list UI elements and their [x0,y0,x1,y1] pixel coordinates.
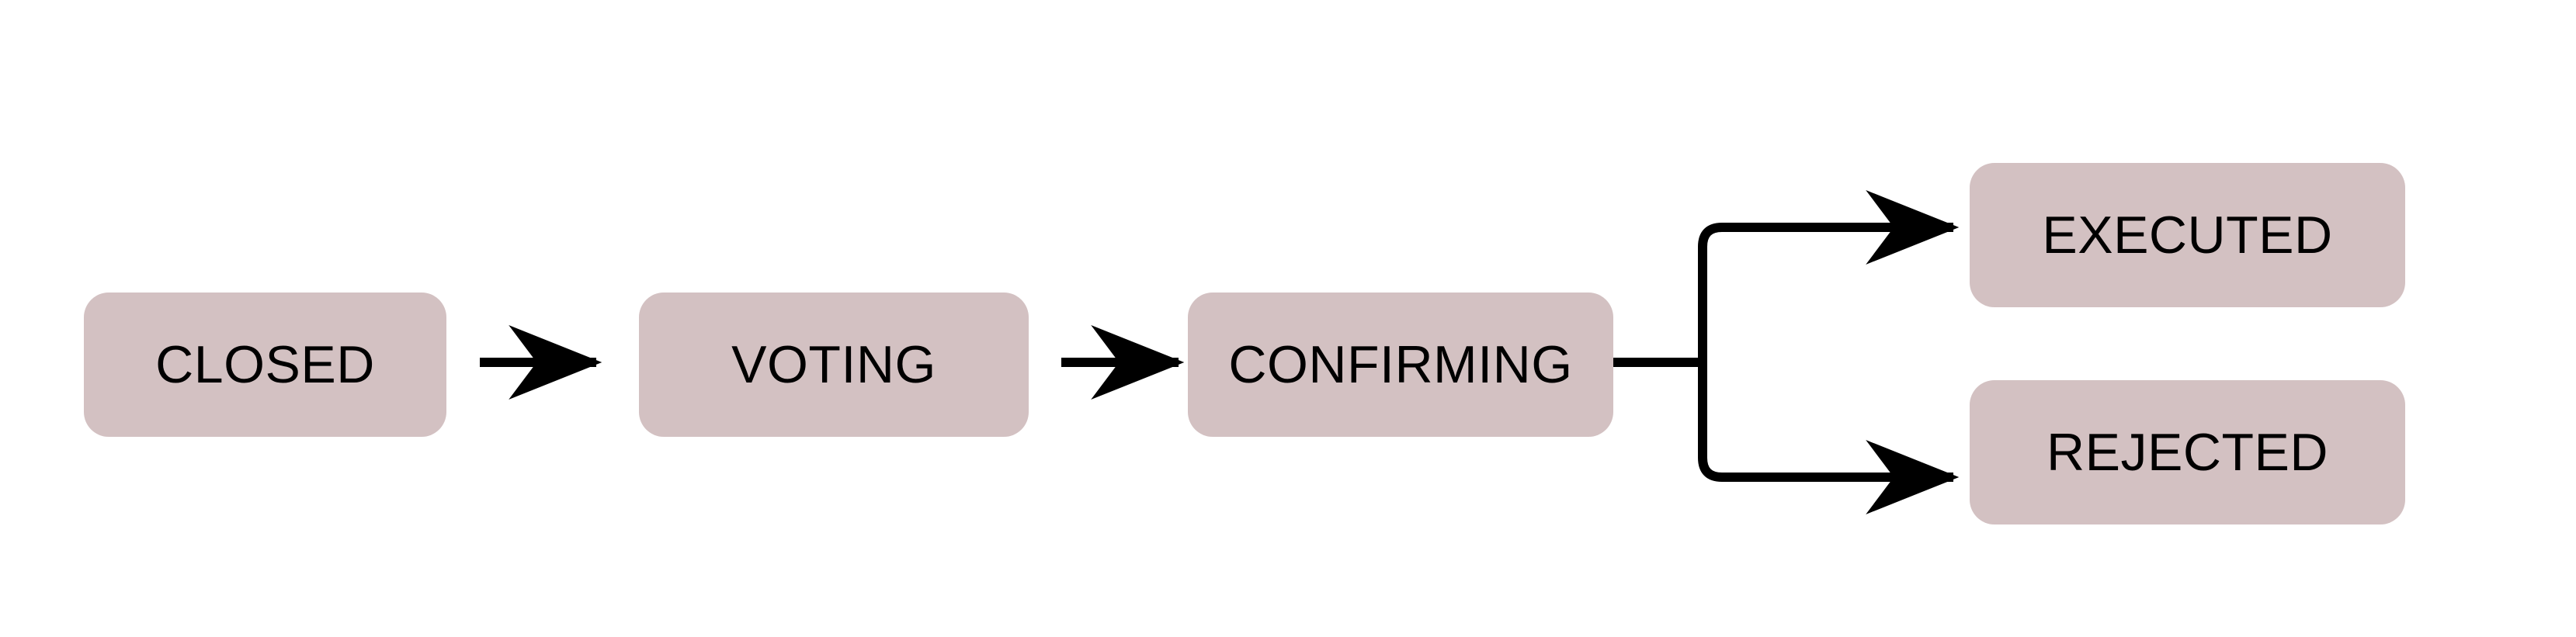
node-executed-label: EXECUTED [2042,206,2333,265]
node-executed[interactable]: EXECUTED [1970,163,2405,307]
node-rejected-label: REJECTED [2047,423,2328,482]
node-voting[interactable]: VOTING [639,293,1029,437]
node-voting-label: VOTING [731,335,936,394]
edge-confirming-to-executed [1698,190,1960,362]
node-closed[interactable]: CLOSED [84,293,446,437]
node-closed-label: CLOSED [155,335,375,394]
node-confirming-label: CONFIRMING [1228,335,1573,394]
node-rejected[interactable]: REJECTED [1970,380,2405,524]
edge-confirming-to-rejected [1698,362,1960,514]
node-confirming[interactable]: CONFIRMING [1188,293,1613,437]
